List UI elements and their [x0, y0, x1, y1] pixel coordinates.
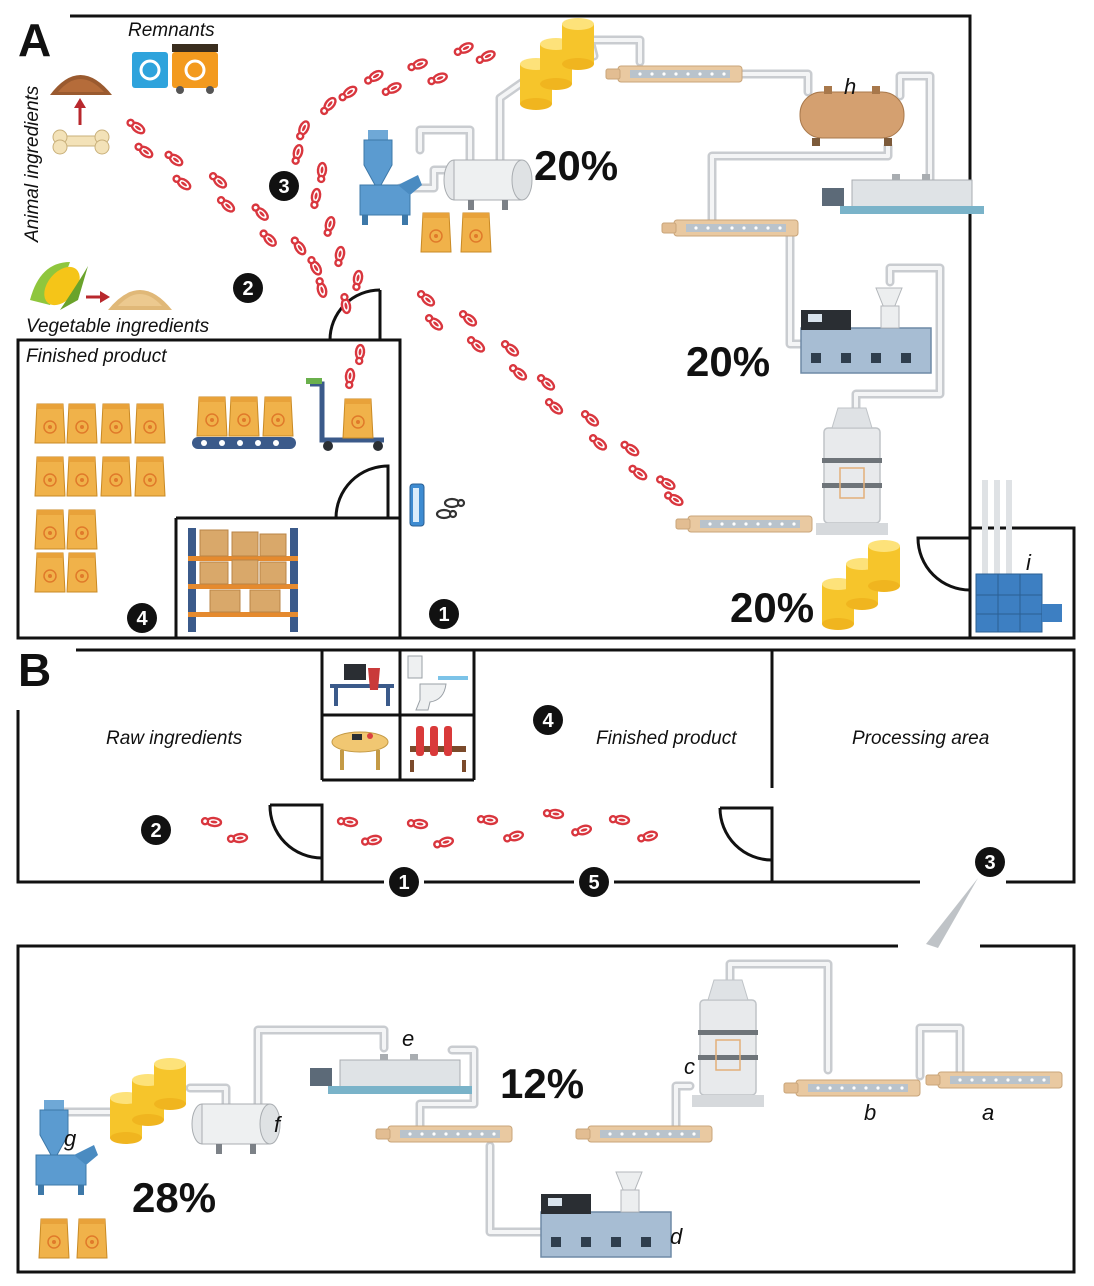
pct-top-a: 20% [534, 142, 618, 189]
panel-b-label: B [18, 644, 51, 696]
extruder-a [800, 287, 932, 374]
animal-ingredients-label: Animal ingredients [22, 85, 43, 243]
arrow-up-icon [74, 98, 86, 125]
svg-text:1: 1 [438, 604, 449, 626]
boiler-i [975, 480, 1062, 633]
processing-detail: a b c d 12% e f g 28% [16, 944, 1076, 1274]
disinfection-scanner-icon [409, 483, 466, 527]
panel-a: A Remnants Animal ingredients [16, 14, 1076, 640]
label-b: b [864, 1100, 876, 1125]
marker-2-a: 2 [233, 273, 263, 303]
label-i: i [1026, 550, 1032, 575]
mixer-e [309, 1053, 473, 1095]
panel-b: B [16, 644, 1076, 948]
corn-icon [30, 262, 88, 310]
svg-text:2: 2 [150, 820, 161, 842]
cyclone-bagger-g [35, 1099, 108, 1259]
svg-text:4: 4 [136, 608, 148, 630]
pellet-bins-low-a [822, 540, 900, 630]
toilet-icon [407, 655, 468, 711]
dryer-tank-h [799, 86, 905, 146]
label-g: g [64, 1126, 77, 1151]
conveyor-tube-d-out [375, 1125, 513, 1143]
test-tubes-icon [410, 726, 466, 772]
svg-text:2: 2 [242, 278, 253, 300]
pct-bottom-a: 20% [730, 584, 814, 631]
label-f: f [274, 1112, 283, 1137]
grain-meal-pile-icon [108, 290, 172, 310]
marker-1-b: 1 [389, 867, 419, 897]
extruder-d [540, 1171, 672, 1258]
svg-text:3: 3 [278, 176, 289, 198]
cooler-tank-a [443, 159, 533, 211]
conveyor-tube-top-a [605, 65, 743, 83]
pct-mid-a: 20% [686, 338, 770, 385]
panel-a-walls [16, 14, 1076, 640]
grinder-mill-a [815, 407, 889, 536]
conveyor-tube-c-out [575, 1125, 713, 1143]
zoom-callout [926, 878, 978, 948]
pellet-bins-detail [110, 1058, 186, 1144]
office-desk-icon [330, 664, 394, 706]
bone-icon [52, 129, 110, 155]
marker-2-b: 2 [141, 815, 171, 845]
marker-5-b: 5 [579, 867, 609, 897]
label-a: a [982, 1100, 994, 1125]
svg-text:1: 1 [398, 872, 409, 894]
svg-text:4: 4 [542, 710, 554, 732]
panel-a-label: A [18, 14, 51, 66]
processing-area-label: Processing area [852, 728, 989, 749]
raw-ingredients-label: Raw ingredients [106, 728, 243, 749]
conveyor-tube-low-a [675, 515, 813, 533]
finished-product-label-b: Finished product [596, 728, 737, 749]
label-e: e [402, 1026, 414, 1051]
lab-table-icon [331, 731, 389, 770]
pct-e: 12% [500, 1060, 584, 1107]
conveyor-icon [192, 396, 296, 449]
label-h: h [844, 74, 856, 99]
cooler-tank-f [191, 1103, 281, 1155]
label-d: d [670, 1224, 683, 1249]
marker-1-a: 1 [429, 599, 459, 629]
conveyor-tube-a [925, 1071, 1063, 1089]
grinder-mill-c [691, 979, 765, 1108]
remnants-label: Remnants [128, 20, 215, 41]
marker-4-b: 4 [533, 705, 563, 735]
svg-text:3: 3 [984, 852, 995, 874]
marker-4-a: 4 [127, 603, 157, 633]
meat-meal-pile-icon [50, 75, 112, 95]
conveyor-tube-b [783, 1079, 921, 1097]
product-bags-stock [34, 403, 166, 593]
storage-shelves-icon [188, 528, 298, 632]
pct-g: 28% [132, 1174, 216, 1221]
marker-3-b: 3 [975, 847, 1005, 877]
marker-3-a: 3 [269, 171, 299, 201]
vegetable-ingredients-label: Vegetable ingredients [26, 316, 210, 337]
finished-product-label-a: Finished product [26, 346, 167, 367]
recycle-bins-icon [132, 44, 218, 94]
conveyor-tube-mid-a [661, 219, 799, 237]
hand-truck-icon [306, 378, 384, 451]
mixer-a [821, 173, 985, 215]
arrow-right-icon [86, 291, 110, 303]
pellet-bins-a [520, 18, 594, 110]
panel-b-walls [16, 648, 1076, 884]
svg-text:5: 5 [588, 872, 599, 894]
label-c: c [684, 1054, 695, 1079]
detail-walls [16, 944, 1076, 1274]
